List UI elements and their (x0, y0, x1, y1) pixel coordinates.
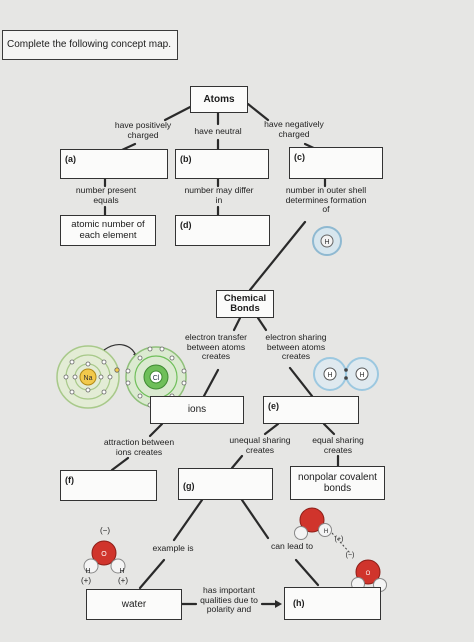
link-number-differ: number may differ in (184, 185, 254, 205)
partial-positive-right-label: (+) (118, 576, 128, 585)
line-g-to-example (172, 498, 204, 542)
blank-g-label: (g) (183, 481, 195, 491)
line-outer-shell-to-bonds (248, 220, 307, 292)
blank-f-label: (f) (65, 475, 74, 485)
link-electron-sharing: electron sharing between atoms creates (265, 332, 327, 362)
line-e-to-unequal (263, 422, 280, 436)
hydrogen-bond-o-symbol: O (366, 571, 371, 577)
line-sharing-to-e (288, 366, 314, 398)
line-e-to-equal (322, 422, 336, 436)
chlorine-atom-illustration: Cl (125, 346, 187, 408)
blank-g-box[interactable]: (g) (178, 468, 273, 500)
sodium-atom-illustration: Na (56, 344, 139, 409)
line-lead-to-h (294, 558, 320, 587)
line-ions-to-attraction (148, 422, 164, 438)
partial-positive-left-label: (+) (81, 576, 91, 585)
blank-h-box[interactable]: (h) (284, 587, 381, 620)
link-positively-charged: have positively charged (114, 120, 172, 140)
sodium-symbol: Na (84, 375, 93, 382)
blank-e-label: (e) (268, 401, 279, 411)
ions-label: ions (187, 404, 207, 416)
atoms-node: Atoms (190, 86, 248, 113)
link-number-present: number present equals (75, 185, 137, 205)
blank-a-box[interactable]: (a) (60, 149, 168, 179)
blank-e-box[interactable]: (e) (263, 396, 359, 424)
instruction-box: Complete the following concept map. (2, 30, 178, 60)
link-negatively-charged: have negatively charged (264, 119, 324, 139)
blank-f-box[interactable]: (f) (60, 470, 157, 501)
blank-d-box[interactable]: (d) (175, 215, 270, 246)
arrow-head (275, 600, 282, 608)
line-bonds-to-sharing (256, 316, 268, 332)
nonpolar-node: nonpolar covalent bonds (290, 466, 385, 500)
blank-h-label: (h) (293, 598, 305, 608)
hydrogen-left-symbol: H (85, 568, 90, 575)
chemical-bonds-node: Chemical Bonds (216, 290, 274, 318)
water-node: water (86, 589, 182, 620)
partial-negative-label: (−) (100, 526, 110, 535)
hydrogen-symbol: H (324, 239, 329, 246)
link-outer-shell: number in outer shell determines formati… (285, 185, 367, 215)
link-neutral: have neutral (194, 126, 242, 136)
atomic-number-node: atomic number of each element (60, 215, 156, 246)
line-g-to-lead (240, 498, 270, 540)
hydrogen-atom-illustration: H (312, 226, 342, 256)
hydrogen-right-symbol: H (119, 568, 124, 575)
line-unequal-to-g (230, 454, 244, 470)
blank-a-label: (a) (65, 154, 76, 164)
link-electron-transfer: electron transfer between atoms creates (184, 332, 248, 362)
line-bonds-to-transfer (232, 316, 242, 332)
water-molecule-illustration: O H H (−) (+) (+) (81, 526, 128, 585)
line-example-to-water (138, 558, 166, 590)
blank-b-label: (b) (180, 154, 192, 164)
link-example: example is (152, 543, 194, 553)
blank-c-box[interactable]: (c) (289, 147, 383, 179)
link-attraction: attraction between ions creates (103, 437, 175, 457)
hydrogen-bond-minus-label: (−) (346, 552, 355, 559)
line-attraction-to-f (110, 456, 130, 472)
blank-c-label: (c) (294, 152, 305, 162)
line-atoms-to-negative (246, 102, 270, 122)
hydrogen-molecule-illustration: H H (313, 357, 379, 391)
chlorine-symbol: Cl (153, 375, 160, 382)
blank-b-box[interactable]: (b) (175, 149, 269, 179)
link-equal: equal sharing creates (312, 435, 364, 455)
blank-d-label: (d) (180, 220, 192, 230)
link-lead-to: can lead to (270, 541, 314, 551)
ions-node: ions (150, 396, 244, 424)
hydrogen-bond-h-symbol: H (324, 529, 328, 535)
line-transfer-to-ions (202, 368, 220, 398)
link-unequal: unequal sharing creates (229, 435, 291, 455)
oxygen-symbol: O (101, 551, 107, 558)
hydrogen-symbol-right: H (359, 372, 364, 379)
link-qualities: has important qualities due to polarity … (200, 585, 258, 615)
hydrogen-symbol-left: H (327, 372, 332, 379)
hydrogen-bond-plus-label: (+) (335, 536, 344, 543)
